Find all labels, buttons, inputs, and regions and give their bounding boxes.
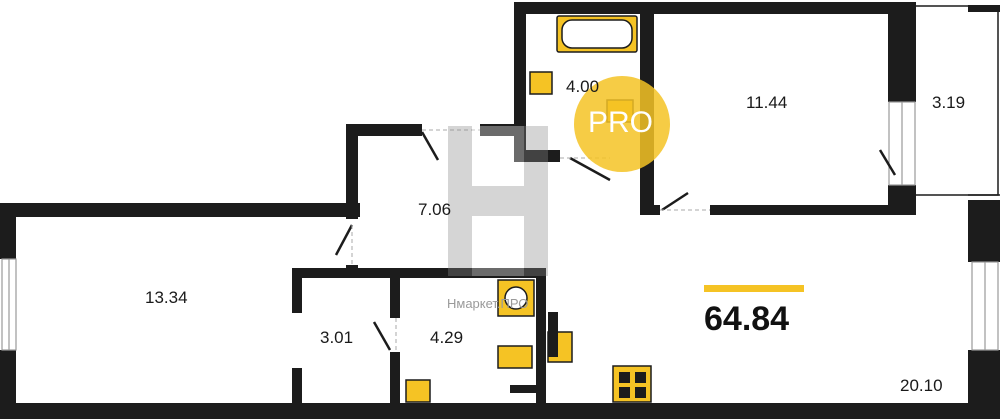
wall-right-outer-low [968,350,1000,410]
wall-bedroom-right-low [888,185,916,213]
door-storage [372,321,392,351]
wall-wc-right [536,268,546,408]
wall-bedroom-top [640,2,915,14]
wall-balcony-right [968,5,1000,12]
toilet-wc [497,345,533,369]
wall-right-outer [968,200,1000,262]
total-area: 64.84 [704,300,790,338]
pro-badge [574,76,670,172]
wall-bottom [0,403,1000,419]
room-area-kitchen-living: 20.10 [900,376,943,395]
wall-bath-bottom [514,150,560,162]
sink-bath [529,71,553,95]
room-area-living-room: 13.34 [145,288,188,307]
door-hall [420,131,440,161]
watermark-logo [448,126,548,276]
wc-panel [548,312,558,357]
wall-storage-right-low [390,352,400,407]
wall-hall-left-top [346,124,358,219]
sink-storage [405,379,431,403]
wall-storage-left [292,268,302,313]
total-area-bar [704,285,804,292]
room-area-bathroom: 4.00 [566,77,600,96]
door-bedroom [661,191,689,212]
wall-storage-left-low [292,368,302,408]
room-area-wc: 4.29 [430,328,464,347]
door-balcony [878,149,897,176]
wall-left-lower [0,350,16,410]
room-area-storage: 3.01 [320,328,354,347]
wall-hall-top-right [480,124,520,136]
wall-bath-left [514,2,526,160]
room-area-balcony: 3.19 [932,93,966,112]
wall-storage-right [390,268,400,318]
door-living [334,224,354,256]
wall-bedroom-bottom [640,205,660,215]
wall-wc-notch [510,385,546,393]
pro-badge-text: PRO [588,106,654,139]
room-area-bedroom: 11.44 [746,93,788,112]
doors [334,129,897,352]
windows [1,101,999,351]
stove-burners [619,372,646,398]
room-area-hall: 7.06 [418,200,452,219]
wall-living-top [0,203,360,217]
door-bath [569,156,611,182]
wall-bedroom-right [888,2,916,102]
wall-bedroom-bottom-right [710,205,916,215]
wall-bath-top [514,2,652,14]
wall-storage-top [292,268,542,278]
wall-hall-left-bottom [346,265,358,270]
wall-hall-top-left [346,124,422,136]
watermark-brand: Нмаркет.ПРО [447,296,529,311]
balcony-lines [916,5,1000,196]
